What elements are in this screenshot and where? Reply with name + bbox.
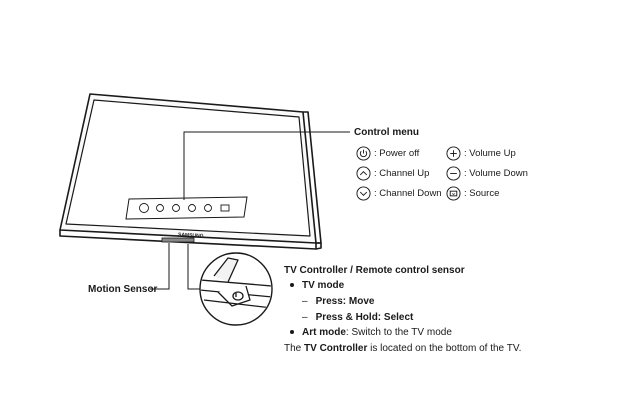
volume-down-icon [446, 166, 461, 181]
motion-sensor-label: Motion Sensor [88, 284, 158, 295]
legend-volume-up-label: : Volume Up [464, 148, 516, 159]
art-mode-desc: : Switch to the TV mode [345, 327, 452, 338]
legend-channel-down-label: : Channel Down [374, 188, 442, 199]
legend-channel-down: : Channel Down [356, 186, 442, 201]
art-mode-label: Art mode [302, 327, 346, 338]
legend-source: : Source [446, 186, 499, 201]
tv-controller-title: TV Controller / Remote control sensor [284, 265, 465, 276]
bullet-dot [290, 283, 294, 288]
source-icon [446, 186, 461, 201]
legend-power: : Power off [356, 146, 419, 161]
on-screen-control-panel [125, 196, 248, 220]
note-bold: TV Controller [304, 343, 368, 354]
legend-volume-down: : Volume Down [446, 166, 528, 181]
tv-controller-note: The TV Controller is located on the bott… [284, 343, 521, 354]
dash-marker: – [302, 296, 308, 307]
dash-marker: – [302, 312, 308, 323]
legend-power-label: : Power off [374, 148, 420, 159]
art-mode-bullet: Art mode: Switch to the TV mode [290, 327, 452, 338]
volume-up-icon [446, 146, 461, 161]
legend-source-label: : Source [464, 188, 500, 199]
tv-mode-label: TV mode [302, 280, 345, 291]
channel-down-icon [356, 186, 371, 201]
tv-mode-hold: –Press & Hold: Select [302, 312, 413, 323]
control-menu-leader [183, 131, 350, 200]
tv-brand-logo: SAMSUNG [178, 232, 204, 239]
tv-mode-press: –Press: Move [302, 296, 374, 307]
tv-controller-leader [187, 244, 203, 290]
motion-sensor-shape [161, 237, 195, 243]
tv-mode-bullet: TV mode [290, 280, 344, 291]
control-menu-title: Control menu [354, 127, 419, 138]
note-prefix: The [284, 343, 305, 354]
tv-mode-hold-label: Press & Hold: Select [315, 312, 414, 323]
tv-mode-press-label: Press: Move [315, 296, 375, 307]
legend-volume-down-label: : Volume Down [464, 168, 528, 179]
note-suffix: is located on the bottom of the TV. [367, 343, 522, 354]
legend-channel-up: : Channel Up [356, 166, 429, 181]
tv-frame [59, 93, 322, 250]
tv-controller-zoom [199, 252, 273, 326]
motion-sensor-leader [150, 243, 170, 290]
legend-channel-up-label: : Channel Up [374, 168, 430, 179]
bullet-dot [290, 330, 294, 335]
legend-volume-up: : Volume Up [446, 146, 516, 161]
channel-up-icon [356, 166, 371, 181]
power-icon [356, 146, 371, 161]
